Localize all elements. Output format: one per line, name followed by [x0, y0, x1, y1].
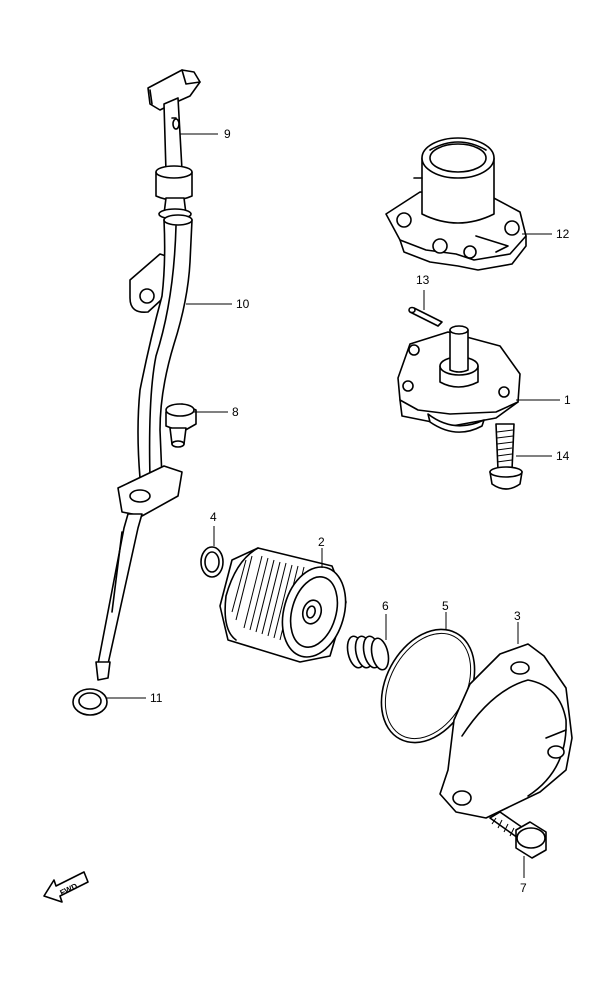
callout-9: 9 [224, 127, 231, 141]
leader-lines [106, 133, 560, 878]
part-12-pump-cover [385, 137, 527, 271]
callout-2: 2 [318, 535, 325, 549]
callout-14: 14 [556, 449, 570, 463]
callout-3: 3 [514, 609, 521, 623]
part-4-o-ring [200, 546, 224, 578]
part-10-filler-pipe [95, 214, 193, 681]
callout-7: 7 [520, 881, 527, 895]
part-9-dipstick-handle [147, 69, 201, 220]
fwd-arrow-icon: FWD [43, 871, 89, 903]
part-11-gasket [72, 688, 108, 716]
part-8-bolt [165, 403, 197, 448]
callout-5: 5 [442, 599, 449, 613]
part-3-filter-cap [439, 643, 573, 819]
callout-13: 13 [416, 273, 430, 287]
part-7-bolt [489, 811, 547, 859]
callout-8: 8 [232, 405, 239, 419]
callout-6: 6 [382, 599, 389, 613]
part-14-screw [489, 423, 523, 490]
callout-12: 12 [556, 227, 570, 241]
part-1-oil-pump [397, 325, 521, 433]
callout-10: 10 [236, 297, 250, 311]
part-13-pin [408, 306, 443, 327]
callout-labels: 9 10 8 11 12 13 1 14 4 2 6 5 3 7 [150, 127, 571, 895]
callout-4: 4 [210, 510, 217, 524]
callout-11: 11 [150, 691, 163, 705]
callout-1: 1 [564, 393, 571, 407]
part-6-spring [346, 635, 390, 671]
part-2-oil-filter [219, 547, 347, 663]
